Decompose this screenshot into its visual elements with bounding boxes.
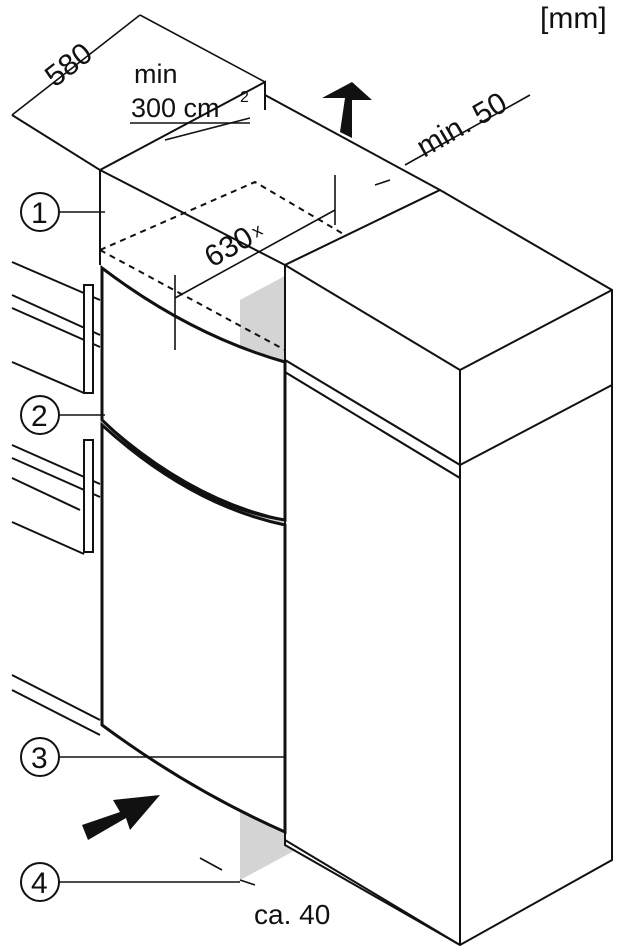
callout-2: 2 <box>20 395 105 435</box>
air-out-arrow <box>322 82 372 138</box>
callout-3: 3 <box>20 737 285 777</box>
top-gap-label: min. 50 <box>411 86 513 164</box>
vent-min-label: min <box>134 59 178 89</box>
side-cabinet <box>284 188 613 947</box>
svg-text:3: 3 <box>31 742 48 775</box>
air-in-arrow <box>82 795 160 840</box>
door-handles <box>83 284 94 553</box>
vent-area-label: 300 cm <box>131 93 220 123</box>
vent-area-exponent: 2 <box>240 89 249 106</box>
airflow-arrows <box>82 82 372 840</box>
callout-1: 1 <box>20 192 105 232</box>
svg-text:2: 2 <box>31 400 48 433</box>
svg-text:1: 1 <box>31 197 48 230</box>
dimension-lines <box>11 14 531 886</box>
units-label: [mm] <box>540 2 607 35</box>
svg-text:4: 4 <box>31 867 48 900</box>
appliance-lower-door <box>100 421 287 835</box>
depth-label: 580 <box>39 37 99 94</box>
appliance-upper-door <box>100 264 287 522</box>
callout-4: 4 <box>20 862 240 902</box>
bottom-gap-label: ca. 40 <box>254 899 330 930</box>
